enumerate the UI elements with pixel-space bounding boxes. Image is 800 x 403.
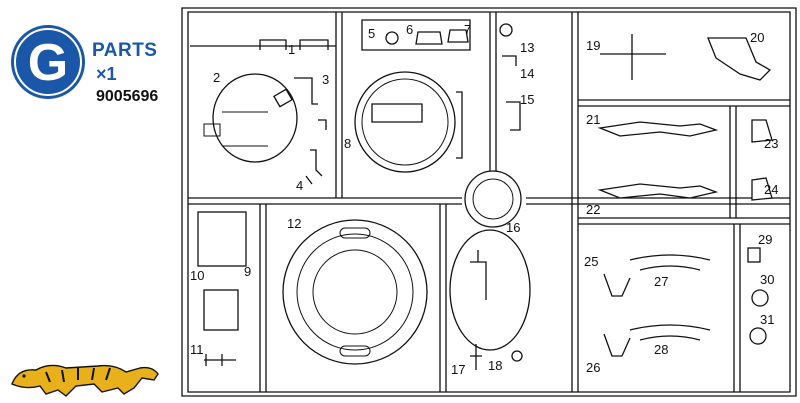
part-16-detail: [470, 250, 487, 300]
part-12-inner: [296, 233, 414, 351]
part-21-shape: [597, 121, 719, 137]
parts-quantity: ×1: [96, 64, 117, 84]
part-25-shape: [603, 273, 631, 297]
part-8-hatch: [371, 103, 423, 123]
part-label: 8: [344, 136, 351, 151]
part-28-shape: [629, 324, 711, 341]
parts-13-15-shapes: [499, 23, 521, 131]
sprue-runner-horizontal: [188, 197, 790, 205]
part-label: 29: [758, 232, 772, 247]
part-12-slot-top: [339, 227, 371, 239]
part-12-slot-bottom: [339, 345, 371, 357]
badge-ring: [14, 28, 82, 96]
part-26-shape: [603, 333, 631, 357]
part-10-shape: [197, 211, 247, 267]
parts-title: PARTS: [92, 40, 158, 61]
part-label: 5: [368, 26, 375, 41]
part-3-shape: [294, 77, 327, 130]
header: G PARTS ×1 9005696: [0, 0, 180, 120]
tiger-body: [11, 364, 159, 397]
part-11-shape: [204, 354, 236, 366]
part-29-shape: [747, 247, 761, 263]
part-label: 21: [586, 112, 600, 127]
part-label: 18: [488, 358, 502, 373]
part-12-opening: [312, 249, 398, 335]
sprue-letter: G: [28, 34, 68, 92]
part-label: 26: [586, 360, 600, 375]
part-label: 17: [451, 362, 465, 377]
part-label: 14: [520, 66, 534, 81]
tiger-stripes: [45, 367, 111, 383]
part-1-shape: [190, 39, 336, 50]
part-label: 3: [322, 72, 329, 87]
tiger-logo-icon: [11, 364, 159, 397]
part-label: 25: [584, 254, 598, 269]
part-label: 24: [764, 182, 778, 197]
part-22-shape: [597, 183, 719, 199]
part-number: 9005696: [96, 88, 159, 105]
part-5-shape: [385, 31, 399, 45]
badge-disc: [11, 25, 85, 99]
sprue-hub-inner: [472, 178, 514, 220]
sprue-runner-vertical: [335, 12, 579, 392]
tiger-eye: [22, 374, 26, 378]
sprue-runner-right: [578, 99, 790, 225]
part-label: 6: [406, 22, 413, 37]
part-2-detail: [203, 111, 268, 147]
part-label: 19: [586, 38, 600, 53]
part-label: 1: [288, 42, 295, 57]
part-4-shape: [305, 149, 323, 185]
part-label: 11: [190, 342, 204, 357]
sprue-letter-circle-icon: G: [11, 25, 85, 99]
part-label: 30: [760, 272, 774, 287]
part-8-hinge: [456, 91, 463, 159]
part-label: 27: [654, 274, 668, 289]
part-label: 10: [190, 268, 204, 283]
part-27-shape: [629, 254, 711, 271]
part-18-shape: [511, 350, 523, 362]
part-12-shape: [282, 219, 428, 365]
part-19-shape: [600, 34, 666, 80]
part-label: 31: [760, 312, 774, 327]
part-23-shape: [751, 119, 773, 143]
part-20-shape: [707, 37, 772, 81]
part-label: 28: [654, 342, 668, 357]
part-label: 13: [520, 40, 534, 55]
part-label: 2: [213, 70, 220, 85]
part-label: 22: [586, 202, 600, 217]
part-11-box: [203, 289, 239, 331]
part-label: 4: [296, 178, 303, 193]
part-16-shape: [449, 229, 531, 351]
part-label: 16: [506, 220, 520, 235]
part-31-shape: [749, 327, 767, 345]
part-24-shape: [751, 177, 773, 201]
part-label: 23: [764, 136, 778, 151]
part-label: 9: [244, 264, 251, 279]
parts-5-7-frame: [361, 19, 471, 51]
part-label: 7: [464, 22, 471, 37]
part-7-shape: [447, 29, 469, 43]
part-label: 12: [287, 216, 301, 231]
part-2-hinge: [273, 88, 293, 108]
sprue-outer-frame: [181, 7, 797, 397]
sprue-runner-vertical-lower: [259, 106, 741, 392]
part-label: 20: [750, 30, 764, 45]
part-30-shape: [751, 289, 769, 307]
part-label: 15: [520, 92, 534, 107]
part-6-shape: [415, 31, 443, 45]
part-2-shape: [212, 73, 298, 163]
part-17-shape: [470, 344, 482, 370]
part-8-inner: [361, 78, 449, 166]
